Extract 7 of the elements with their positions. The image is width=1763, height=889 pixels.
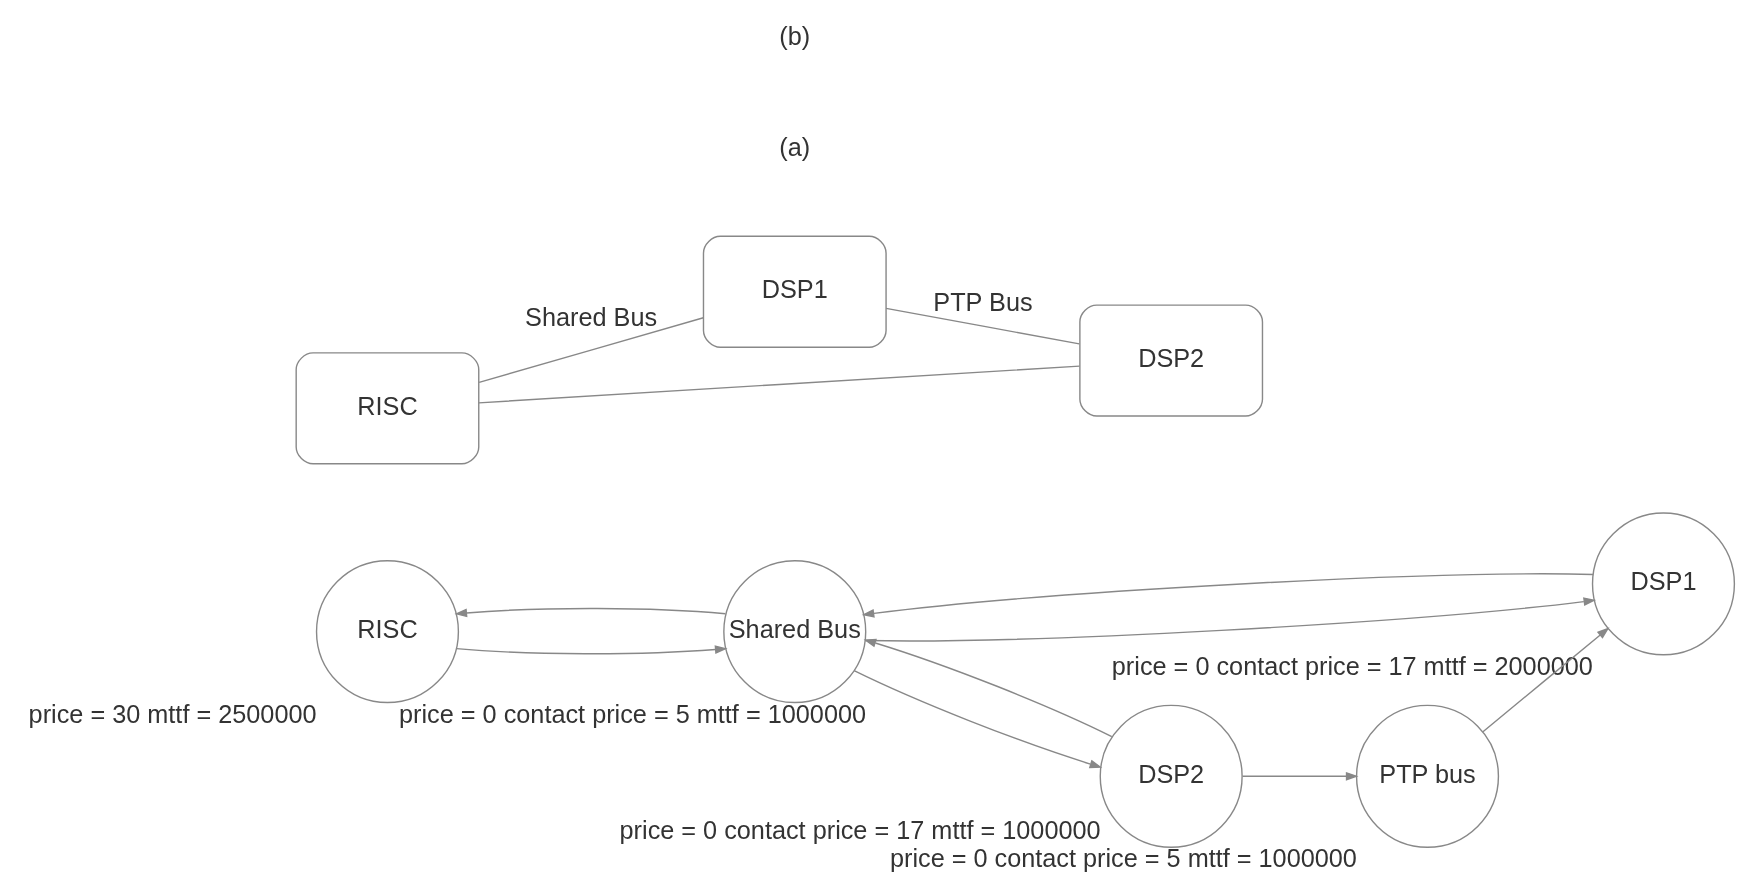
node-label: price = 0 contact price = 17 mttf = 2000000	[1111, 652, 1593, 681]
edge-label: Shared Bus	[525, 303, 658, 332]
label: (a)	[779, 133, 811, 162]
node-label: price = 0 contact price = 17 mttf = 1000000	[619, 816, 1101, 845]
node-label: price = 30 mttf = 2500000	[28, 699, 317, 728]
label: (b)	[779, 22, 811, 51]
edge-label: PTP Bus	[933, 287, 1033, 316]
